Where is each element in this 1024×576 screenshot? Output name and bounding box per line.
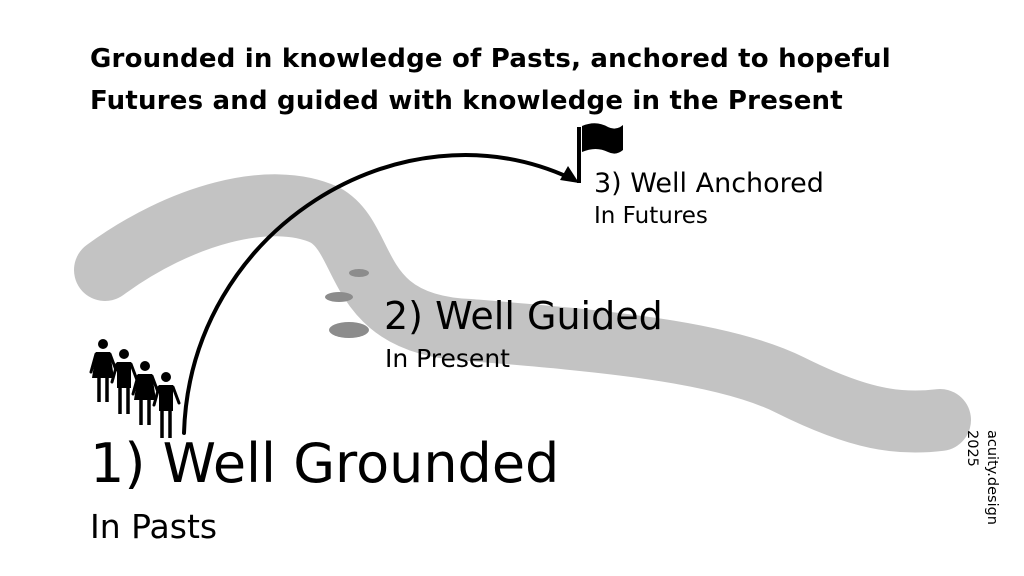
stage-3-heading: 3) Well Anchored [594,168,824,199]
stepping-stone [329,322,369,338]
stage-1-heading: 1) Well Grounded [90,432,560,495]
person-icon [131,361,160,425]
person-icon [89,339,118,402]
title-line-2: Futures and guided with knowledge in the… [90,86,843,116]
curved-arrow-icon [182,153,572,435]
title-line-1: Grounded in knowledge of Pasts, anchored… [90,44,891,74]
stage-2-subheading: In Present [385,344,510,373]
credit-text: acuity.design 2025 [958,430,1002,542]
stage-2-heading: 2) Well Guided [384,294,663,338]
winding-path [74,174,971,453]
stepping-stone [349,269,369,277]
people-group-icon [89,339,181,438]
credit-line-2: 2025 [964,430,980,467]
flag-icon [577,123,623,183]
stage-3-subheading: In Futures [594,203,708,229]
person-icon [110,349,139,414]
stepping-stone [325,292,353,302]
person-icon [152,372,181,438]
stage-1-subheading: In Pasts [90,507,218,546]
credit-line-1: acuity.design [984,430,1000,525]
arrowhead [560,166,579,183]
